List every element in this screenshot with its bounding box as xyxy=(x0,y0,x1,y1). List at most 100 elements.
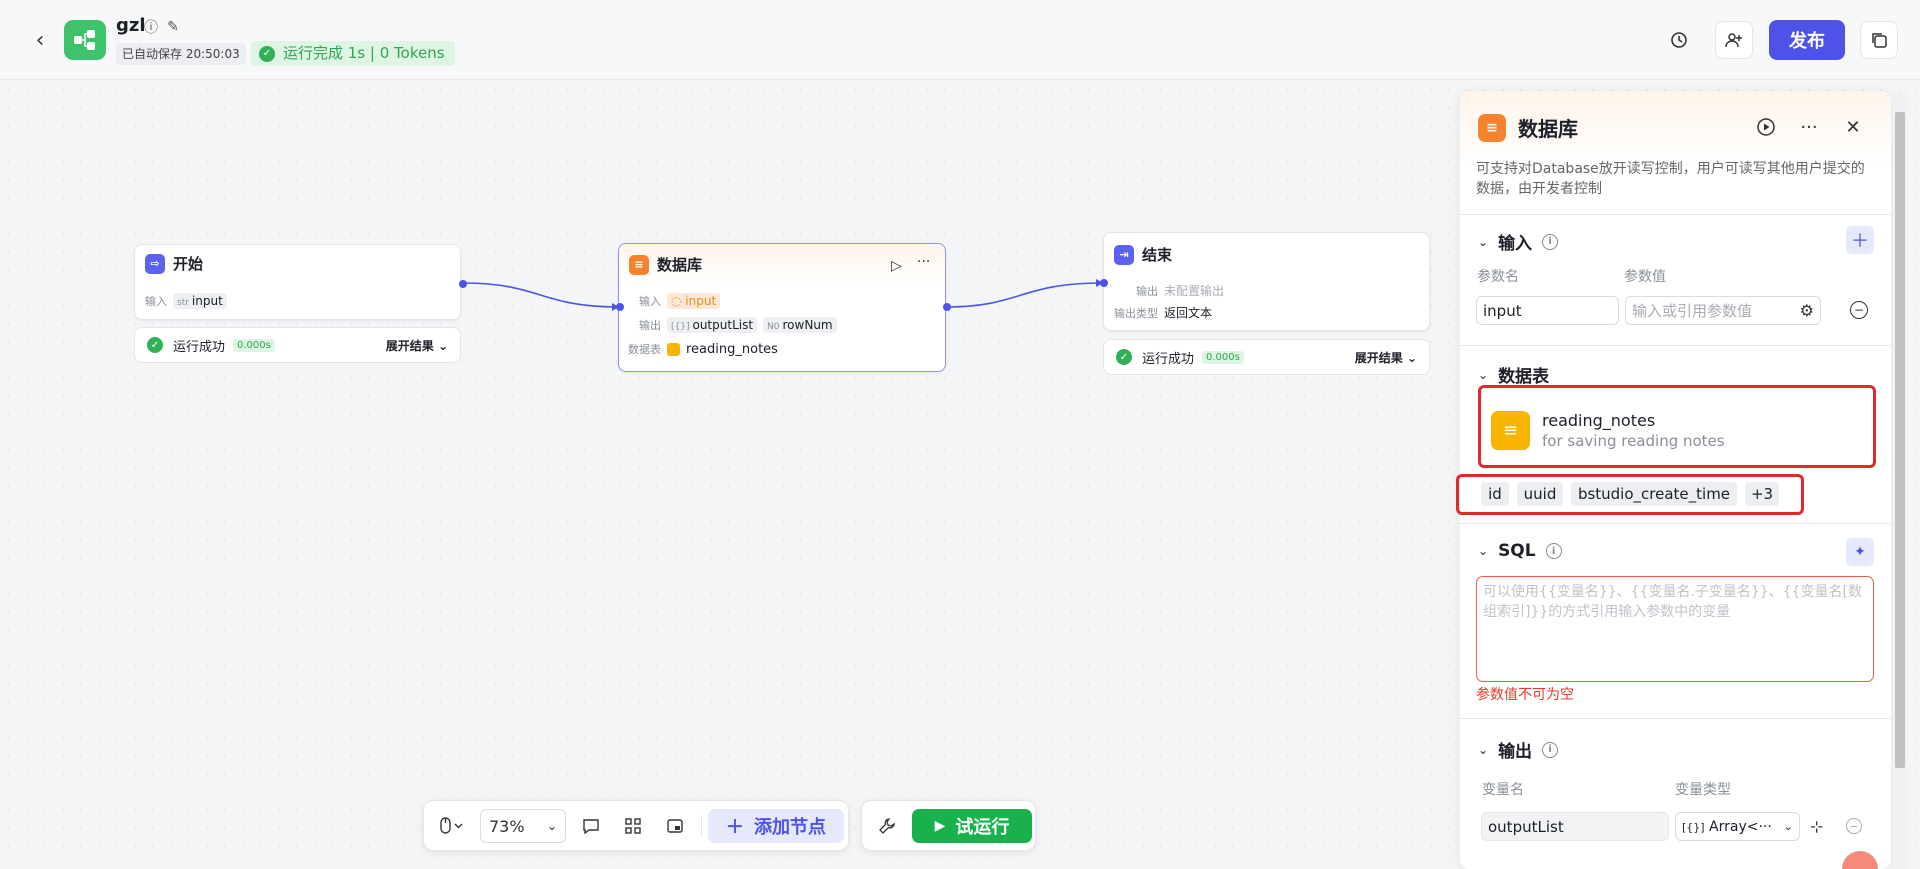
database-node-header: ≡ 数据库 xyxy=(629,254,702,275)
run-time: 0.000s xyxy=(1202,350,1244,364)
run-node-button[interactable] xyxy=(1753,114,1779,140)
sql-input[interactable]: 可以使用{{变量名}}、{{变量名.子变量名}}、{{变量名[数组索引]}}的方… xyxy=(1476,576,1874,682)
database-input-port[interactable] xyxy=(616,303,624,311)
minus-circle-icon: − xyxy=(1849,819,1859,833)
sql-section-header[interactable]: ⌄ SQL i xyxy=(1478,541,1562,561)
users-add-icon xyxy=(1725,33,1742,48)
start-node-header: ⇨ 开始 xyxy=(145,253,203,274)
section-title: 输入 xyxy=(1498,234,1533,254)
var-name-header: 变量名 xyxy=(1482,782,1524,798)
mouse-icon xyxy=(440,817,463,834)
expand-results-button[interactable]: 展开结果 ⌄ xyxy=(1354,350,1417,365)
trial-run-button[interactable]: ▶ 试运行 xyxy=(912,809,1032,843)
table-icon xyxy=(667,342,680,356)
param-name-input[interactable]: input xyxy=(1476,296,1619,325)
layout-button[interactable] xyxy=(617,809,649,843)
publish-button[interactable]: 发布 xyxy=(1769,20,1845,60)
highlight-box xyxy=(1478,385,1876,468)
settings-gear-icon[interactable]: ⚙ xyxy=(1799,301,1814,320)
input-label: 输入 xyxy=(639,295,661,308)
database-table-icon: ≡ xyxy=(1491,411,1530,450)
expand-results-button[interactable]: 展开结果 ⌄ xyxy=(385,338,448,353)
scrollbar-thumb[interactable] xyxy=(1895,112,1905,768)
debug-settings-button[interactable] xyxy=(870,809,904,843)
output-tag-list: [{}]outputList xyxy=(667,317,758,333)
start-output-port[interactable] xyxy=(459,280,467,288)
collaborators-button[interactable] xyxy=(1715,21,1753,59)
add-subfield-button[interactable]: ⊹ xyxy=(1810,817,1823,836)
database-node[interactable]: ≡ 数据库 ▷ ··· 输入 ◌ input 输出 [{}]outputList… xyxy=(618,243,946,372)
play-circle-icon xyxy=(1757,118,1775,136)
output-section-header[interactable]: ⌄ 输出 i xyxy=(1478,737,1559,762)
more-button[interactable]: ··· xyxy=(1796,114,1822,140)
comment-icon xyxy=(583,819,599,835)
field-chip: uuid xyxy=(1517,482,1563,506)
more-fields-chip[interactable]: +3 xyxy=(1745,482,1779,506)
sql-error-message: 参数值不可为空 xyxy=(1476,687,1574,703)
section-title: 数据表 xyxy=(1498,367,1550,387)
comment-button[interactable] xyxy=(575,809,607,843)
output-label: 输出 xyxy=(1136,284,1158,298)
more-icon[interactable]: ··· xyxy=(917,254,931,270)
tree-add-icon: ⊹ xyxy=(1810,817,1824,836)
ai-generate-button[interactable]: ✦ xyxy=(1846,538,1874,566)
var-type-select[interactable]: [{}] Array<··· ⌄ xyxy=(1675,812,1800,841)
end-node[interactable]: ⇥ 结束 输出 未配置输出 输出类型 返回文本 xyxy=(1103,232,1430,331)
input-name: input xyxy=(685,294,717,308)
add-input-button[interactable]: ＋ xyxy=(1846,226,1874,254)
output-name: outputList xyxy=(692,318,754,332)
table-label: 数据表 xyxy=(628,343,661,356)
section-title: 输出 xyxy=(1498,742,1533,762)
table-name: reading_notes xyxy=(686,341,778,357)
status-text: 运行成功 xyxy=(173,339,226,355)
edit-icon[interactable]: ✎ xyxy=(167,19,179,35)
zoom-select[interactable]: 73% ⌄ xyxy=(480,809,566,843)
run-status-badge: ✓ 运行完成 1s | 0 Tokens xyxy=(251,41,455,66)
remove-output-button[interactable]: − xyxy=(1846,818,1862,834)
param-value-placeholder: 输入或引用参数值 xyxy=(1632,302,1753,320)
history-button[interactable] xyxy=(1660,21,1698,59)
pointer-mode-button[interactable] xyxy=(434,809,470,843)
table-section-header[interactable]: ⌄ 数据表 xyxy=(1478,362,1549,387)
type-label: N0 xyxy=(767,322,780,332)
remove-param-button[interactable]: − xyxy=(1850,301,1868,319)
run-time: 0.000s xyxy=(233,338,275,352)
db-input-row: 输入 ◌ input xyxy=(627,293,721,309)
copy-button[interactable] xyxy=(1860,21,1898,59)
edge-start-db xyxy=(462,282,620,308)
end-output-type-row: 输出类型 返回文本 xyxy=(1114,304,1212,321)
field-chip: bstudio_create_time xyxy=(1571,482,1737,506)
close-button[interactable]: ✕ xyxy=(1840,114,1866,140)
info-icon[interactable]: ⓘ xyxy=(144,20,158,36)
var-name-input[interactable]: outputList xyxy=(1481,812,1669,841)
var-type-header: 变量类型 xyxy=(1675,782,1731,798)
output-type-value: 返回文本 xyxy=(1164,306,1213,320)
info-icon[interactable]: i xyxy=(1545,543,1562,559)
back-arrow-icon[interactable]: ‹ xyxy=(35,27,45,53)
database-output-port[interactable] xyxy=(943,303,951,311)
trial-run-label: 试运行 xyxy=(955,817,1010,838)
run-node-icon[interactable]: ▷ xyxy=(891,258,902,274)
section-title: SQL xyxy=(1498,541,1536,561)
end-node-title: 结束 xyxy=(1142,246,1173,264)
add-node-button[interactable]: ＋ 添加节点 xyxy=(708,809,844,843)
param-value-input[interactable]: 输入或引用参数值 ⚙ xyxy=(1625,296,1821,325)
selected-table-card[interactable] xyxy=(1481,387,1874,467)
input-section-header[interactable]: ⌄ 输入 i xyxy=(1478,229,1559,254)
var-type-value: Array<··· xyxy=(1709,818,1772,835)
divider xyxy=(1460,345,1891,346)
info-icon[interactable]: i xyxy=(1542,741,1559,758)
start-node-title: 开始 xyxy=(173,255,204,273)
end-input-port[interactable] xyxy=(1100,279,1108,287)
assistant-avatar[interactable] xyxy=(1842,851,1878,869)
chevron-down-icon: ⌄ xyxy=(546,819,557,833)
minimap-button[interactable] xyxy=(659,809,691,843)
expand-label: 展开结果 xyxy=(385,338,434,353)
info-icon[interactable]: i xyxy=(1542,233,1559,250)
app-name: gzl xyxy=(116,15,146,36)
highlight-box xyxy=(1456,474,1804,515)
